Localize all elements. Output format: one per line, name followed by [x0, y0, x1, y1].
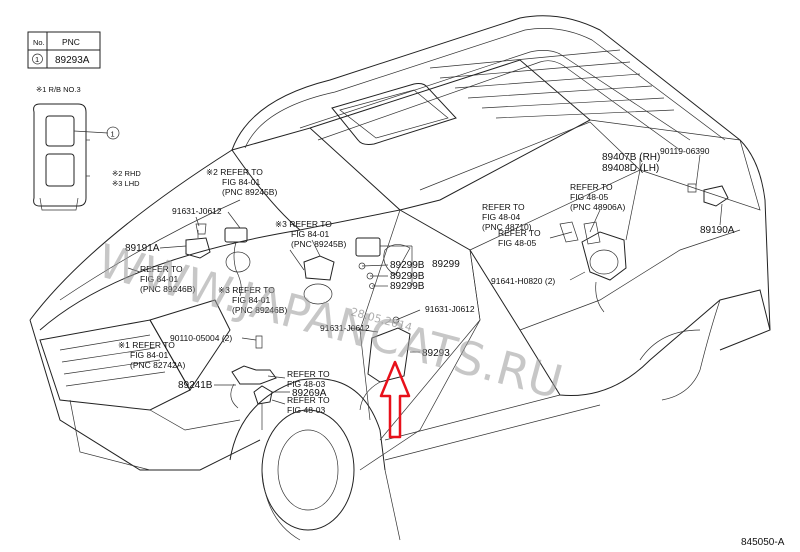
svg-text:※2 REFER TO: ※2 REFER TO [206, 167, 263, 177]
part-89191a: 89191A [125, 243, 160, 254]
figure-code: 845050-A [741, 537, 785, 548]
refer-note-89246b-lhd: ※3 REFER TO FIG 84-01 (PNC 89246B) [218, 285, 287, 315]
part-91641: 91641-H0820 (2) [491, 276, 555, 286]
legend-table: No. PNC 1 89293A [27, 31, 101, 69]
part-90119: 90119-06390 [660, 146, 710, 156]
part-89269a: 89269A [292, 388, 327, 399]
svg-text:FIG 48-05: FIG 48-05 [570, 192, 609, 202]
part-90110: 90110-05004 (2) [170, 333, 232, 343]
legend-row-no: 1 [35, 55, 39, 64]
svg-text:REFER TO: REFER TO [498, 228, 541, 238]
svg-text:FIG 84-01: FIG 84-01 [291, 229, 330, 239]
component-sketches [185, 183, 729, 430]
refer-note-89245b-lhd: ※3 REFER TO FIG 84-01 (PNC 89245B) [275, 219, 346, 249]
svg-text:REFER TO: REFER TO [570, 182, 613, 192]
part-89241b: 89241B [178, 380, 213, 391]
part-89408d: 89408D (LH) [602, 163, 659, 174]
svg-text:FIG 48-03: FIG 48-03 [287, 379, 326, 389]
svg-text:FIG 84-01: FIG 84-01 [140, 274, 179, 284]
part-91631-mid: 91631-J0612 [320, 323, 370, 333]
relay-block-illustration: ※1 R/B NO.3 1 ※2 RHD ※3 LHD [33, 85, 141, 211]
svg-text:※3 REFER TO: ※3 REFER TO [218, 285, 275, 295]
svg-text:(PNC 82742A): (PNC 82742A) [130, 360, 185, 370]
legend-col-pnc: PNC [62, 37, 80, 47]
svg-text:(PNC 89246B): (PNC 89246B) [140, 284, 195, 294]
note-lhd: ※3 LHD [112, 179, 140, 188]
part-89299: 89299 [432, 259, 460, 270]
note-rhd: ※2 RHD [112, 169, 141, 178]
refer-note-48-05: REFER TO FIG 48-05 [498, 228, 541, 248]
svg-text:(PNC 89246B): (PNC 89246B) [232, 305, 287, 315]
vehicle-outline [29, 15, 771, 541]
svg-text:(PNC 89245B): (PNC 89245B) [291, 239, 346, 249]
svg-text:FIG 84-01: FIG 84-01 [232, 295, 271, 305]
refer-note-82742a: ※1 REFER TO FIG 84-01 (PNC 82742A) [118, 340, 185, 370]
svg-text:REFER TO: REFER TO [287, 369, 330, 379]
part-89299b-3: 89299B [390, 281, 425, 292]
rb-note: ※1 R/B NO.3 [36, 85, 81, 94]
svg-text:(PNC 48906A): (PNC 48906A) [570, 202, 625, 212]
svg-text:REFER TO: REFER TO [482, 202, 525, 212]
part-number-labels: 91631-J0612 89191A 90110-05004 (2) 89241… [125, 146, 735, 399]
svg-text:FIG 48-03: FIG 48-03 [287, 405, 326, 415]
legend-row-pnc: 89293A [55, 55, 90, 66]
svg-text:REFER TO: REFER TO [140, 264, 183, 274]
refer-note-48-03-a: REFER TO FIG 48-03 [287, 369, 330, 389]
svg-text:FIG 84-01: FIG 84-01 [130, 350, 169, 360]
part-91631-right: 91631-J0612 [425, 304, 475, 314]
part-89407b: 89407B (RH) [602, 152, 660, 163]
refer-note-89246b: REFER TO FIG 84-01 (PNC 89246B) [140, 264, 195, 294]
rb-callout-number: 1 [111, 130, 115, 139]
part-89299b-1: 89299B [390, 260, 425, 271]
svg-text:REFER TO: REFER TO [287, 395, 330, 405]
highlight-arrow [379, 360, 411, 439]
part-89299b-2: 89299B [390, 271, 425, 282]
svg-text:FIG 48-04: FIG 48-04 [482, 212, 521, 222]
leader-lines [127, 154, 723, 405]
legend-col-no: No. [33, 38, 45, 47]
refer-note-48710: REFER TO FIG 48-04 (PNC 48710) [482, 202, 532, 232]
svg-text:※3 REFER TO: ※3 REFER TO [275, 219, 332, 229]
refer-note-48-03-b: REFER TO FIG 48-03 [287, 395, 330, 415]
refer-notes: ※2 REFER TO FIG 84-01 (PNC 89245B) ※3 RE… [118, 167, 625, 415]
svg-text:FIG 48-05: FIG 48-05 [498, 238, 537, 248]
svg-text:FIG 84-01: FIG 84-01 [222, 177, 261, 187]
part-89293: 89293 [422, 348, 450, 359]
svg-text:※1 REFER TO: ※1 REFER TO [118, 340, 175, 350]
refer-note-48906a: REFER TO FIG 48-05 (PNC 48906A) [570, 182, 625, 212]
svg-text:(PNC 48710): (PNC 48710) [482, 222, 532, 232]
part-91631-left: 91631-J0612 [172, 206, 222, 216]
refer-note-89245b-rhd: ※2 REFER TO FIG 84-01 (PNC 89245B) [206, 167, 277, 197]
svg-text:(PNC 89245B): (PNC 89245B) [222, 187, 277, 197]
part-89190a: 89190A [700, 225, 735, 236]
